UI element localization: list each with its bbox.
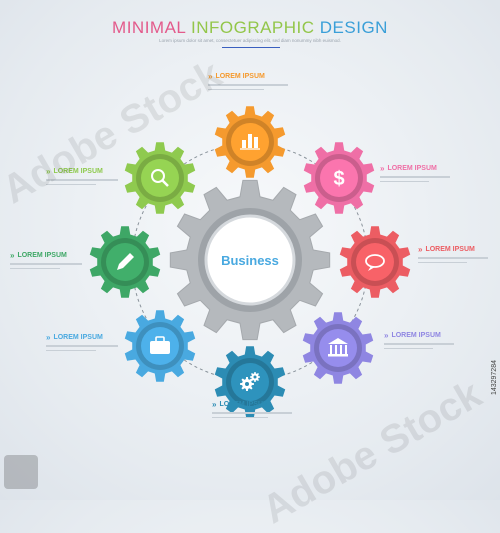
gear-chart — [214, 106, 286, 178]
center-label: Business — [221, 253, 279, 268]
gear-cogs — [214, 346, 286, 418]
center-gear: Business — [169, 179, 331, 341]
bank-icon-part — [335, 345, 337, 354]
label-heading: LOREM IPSUM — [391, 332, 441, 339]
page-subtitle: Lorem ipsum dolor sit amet, consectetuer… — [159, 38, 341, 43]
label-heading: LOREM IPSUM — [17, 252, 67, 259]
bank-icon-part — [330, 345, 332, 354]
chevron-icon: » — [46, 333, 51, 342]
label-heading: LOREM IPSUM — [219, 401, 269, 408]
gear-search-hub — [141, 159, 179, 197]
gear-bank — [302, 312, 374, 384]
label-bottom-left: »LOREM IPSUM — [46, 333, 118, 351]
label-heading: LOREM IPSUM — [387, 165, 437, 172]
infographic-canvas: MINIMAL INFOGRAPHIC DESIGN Lorem ipsum d… — [0, 18, 500, 532]
chevron-icon: » — [384, 331, 389, 340]
title-underline — [222, 47, 280, 48]
bar-chart-icon-part — [242, 140, 246, 148]
stock-logo-icon — [4, 455, 38, 489]
label-top: »LOREM IPSUM — [208, 72, 288, 90]
stock-id: 143297284 — [491, 360, 498, 396]
dollar-icon-part: $ — [333, 168, 344, 190]
gear-diagram: Business $ — [89, 106, 411, 418]
title-word-infographic: INFOGRAPHIC — [190, 18, 315, 37]
label-heading: LOREM IPSUM — [425, 246, 475, 253]
cogs-icon-part — [245, 382, 249, 386]
search-icon-part — [161, 179, 169, 187]
label-top-left: »LOREM IPSUM — [46, 167, 118, 185]
chevron-icon: » — [380, 164, 385, 173]
bank-icon-part — [340, 345, 342, 354]
bank-icon-part — [328, 354, 348, 357]
briefcase-icon-part — [150, 341, 170, 354]
gear-dollar: $ — [303, 142, 375, 214]
title-word-minimal: MINIMAL — [112, 18, 186, 37]
gear-dollar-hub — [320, 159, 358, 197]
label-left: »LOREM IPSUM — [10, 251, 82, 269]
center-gear-hub — [204, 214, 296, 306]
bar-chart-icon-part — [254, 137, 258, 148]
gear-pencil — [89, 226, 161, 298]
chevron-icon: » — [212, 400, 217, 409]
gear-search — [124, 142, 196, 214]
gear-briefcase — [124, 310, 196, 382]
label-heading: LOREM IPSUM — [53, 168, 103, 175]
label-right: »LOREM IPSUM — [418, 245, 488, 263]
label-top-right: »LOREM IPSUM — [380, 164, 450, 182]
briefcase-icon-part — [155, 336, 165, 343]
title-word-design: DESIGN — [319, 18, 388, 37]
label-heading: LOREM IPSUM — [53, 334, 103, 341]
pencil-icon-part — [117, 253, 134, 270]
label-bottom-right: »LOREM IPSUM — [384, 331, 454, 349]
page-title: MINIMAL INFOGRAPHIC DESIGN — [0, 18, 500, 38]
label-bottom: »LOREM IPSUM — [212, 400, 292, 418]
chevron-icon: » — [418, 245, 423, 254]
chevron-icon: » — [10, 251, 15, 260]
cogs-icon-part — [253, 375, 257, 379]
label-heading: LOREM IPSUM — [215, 73, 265, 80]
gear-chat-hub — [356, 243, 394, 281]
gear-chat — [339, 226, 411, 298]
bank-icon-part — [328, 338, 348, 344]
gear-bank-hub — [319, 329, 357, 367]
bank-icon-part — [345, 345, 347, 354]
chat-bubble-icon-part — [368, 266, 375, 271]
search-icon-part — [151, 169, 165, 183]
bar-chart-icon-part — [248, 134, 252, 148]
